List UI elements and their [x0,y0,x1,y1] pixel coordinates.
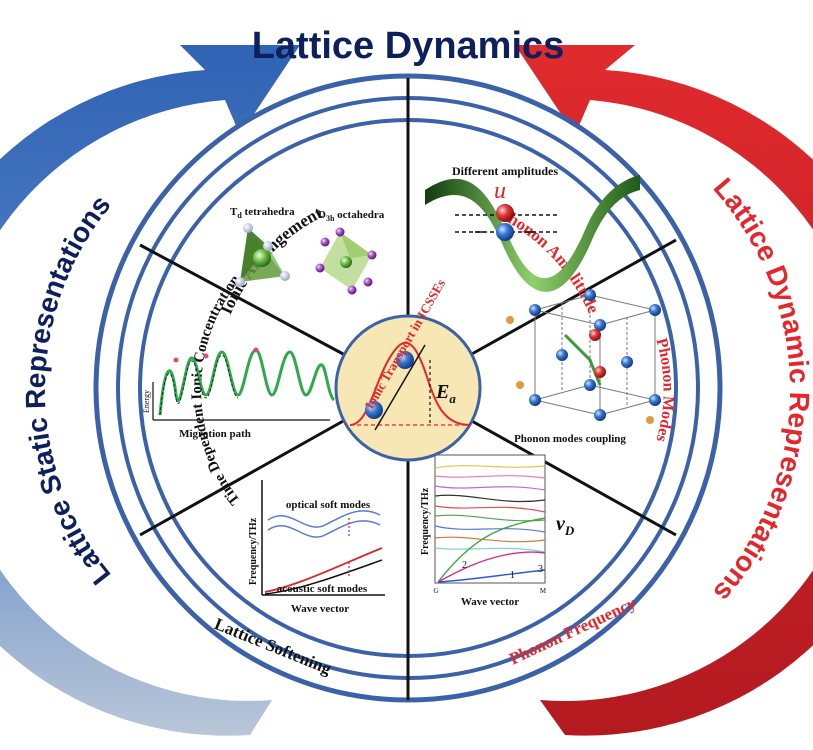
diagram-title: Lattice Dynamics [252,25,565,67]
energy-migration-chart [152,347,336,421]
octahedron-illustration [315,227,377,295]
dispersion-branch-1: 1 [510,570,515,581]
softening-xlabel: Wave vector [291,603,349,615]
vd-symbol: vD [556,513,575,538]
red-dynamic-arrow [515,45,813,736]
center-circle [334,314,482,462]
energy-ylabel: Energy [142,390,151,413]
acoustic-soft-modes-label: acoustic soft modes [277,583,368,595]
softening-chart [261,480,385,596]
dispersion-chart [434,454,546,584]
wave-ribbon [425,175,640,292]
amplitude-balls [455,204,560,241]
amplitude-u-symbol: u [494,178,506,204]
tetrahedron-illustration [235,223,290,287]
optical-soft-modes-label: optical soft modes [286,499,371,511]
sector-dividers [139,78,677,700]
dispersion-tick-g: G [433,587,438,595]
phonon-modes-atoms [506,289,661,424]
d3h-octahedra-label: D3h octahedra [318,209,385,223]
dispersion-branch-2: 2 [462,560,467,571]
softening-ylabel: Frequency/THz [248,517,259,585]
activation-energy-symbol: Ea [435,381,456,406]
blue-static-arrow [0,45,300,736]
dispersion-branch-3: 3 [538,564,543,575]
dispersion-tick-m: M [540,587,547,595]
phonon-modes-caption: Phonon modes coupling [514,433,626,445]
migration-path-xlabel: Migration path [179,428,251,440]
dispersion-ylabel: Frequency/THz [420,487,431,555]
right-arc-label: Lattice Dynamic Representations [708,172,813,608]
amplitude-caption: Different amplitudes [452,164,558,178]
dispersion-xlabel: Wave vector [461,596,519,608]
td-tetrahedra-label: Td tetrahedra [230,206,295,220]
